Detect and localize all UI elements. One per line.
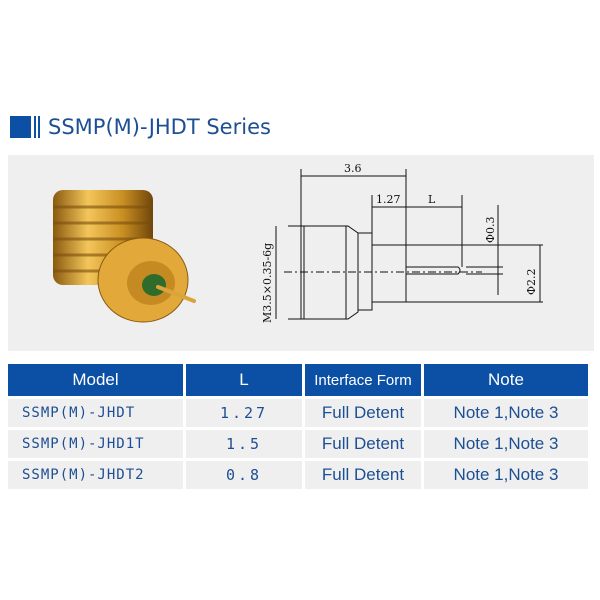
product-panel: 3.6 1.27 L Φ0.3 Φ2.2 M3.5×0.35-6g bbox=[8, 155, 594, 351]
title-bar-icon bbox=[38, 116, 40, 138]
dim-pin: L bbox=[428, 193, 436, 206]
header-l: L bbox=[186, 364, 302, 396]
cell-l: 1.27 bbox=[186, 399, 302, 427]
table-row: SSMP(M)-JHDT 1.27 Full Detent Note 1,Not… bbox=[8, 399, 588, 427]
cell-model: SSMP(M)-JHD1T bbox=[8, 430, 183, 458]
section-title: SSMP(M)-JHDT Series bbox=[10, 112, 271, 142]
cell-note: Note 1,Note 3 bbox=[424, 461, 588, 489]
cell-l: 0.8 bbox=[186, 461, 302, 489]
table-row: SSMP(M)-JHD1T 1.5 Full Detent Note 1,Not… bbox=[8, 430, 588, 458]
cell-note: Note 1,Note 3 bbox=[424, 399, 588, 427]
table-row: SSMP(M)-JHDT2 0.8 Full Detent Note 1,Not… bbox=[8, 461, 588, 489]
dimension-drawing bbox=[275, 169, 543, 320]
dim-pin-dia: Φ0.3 bbox=[484, 216, 497, 243]
dim-body-dia: Φ2.2 bbox=[525, 268, 538, 295]
cell-l: 1.5 bbox=[186, 430, 302, 458]
spec-table: Model L Interface Form Note SSMP(M)-JHDT… bbox=[5, 361, 591, 492]
header-note: Note bbox=[424, 364, 588, 396]
dimension-labels: 3.6 1.27 L Φ0.3 Φ2.2 M3.5×0.35-6g bbox=[261, 162, 538, 323]
connector-photo bbox=[53, 190, 196, 323]
header-model: Model bbox=[8, 364, 183, 396]
cell-form: Full Detent bbox=[305, 461, 421, 489]
title-bar-icon bbox=[34, 116, 36, 138]
page-title: SSMP(M)-JHDT Series bbox=[48, 115, 271, 139]
dim-total: 3.6 bbox=[344, 162, 362, 175]
title-square-icon bbox=[10, 116, 31, 138]
dim-body: 1.27 bbox=[376, 193, 401, 206]
cell-model: SSMP(M)-JHDT2 bbox=[8, 461, 183, 489]
cell-form: Full Detent bbox=[305, 399, 421, 427]
header-interface-form: Interface Form bbox=[305, 364, 421, 396]
cell-form: Full Detent bbox=[305, 430, 421, 458]
cell-model: SSMP(M)-JHDT bbox=[8, 399, 183, 427]
table-header: Model L Interface Form Note bbox=[8, 364, 588, 396]
dim-thread: M3.5×0.35-6g bbox=[261, 243, 274, 323]
cell-note: Note 1,Note 3 bbox=[424, 430, 588, 458]
